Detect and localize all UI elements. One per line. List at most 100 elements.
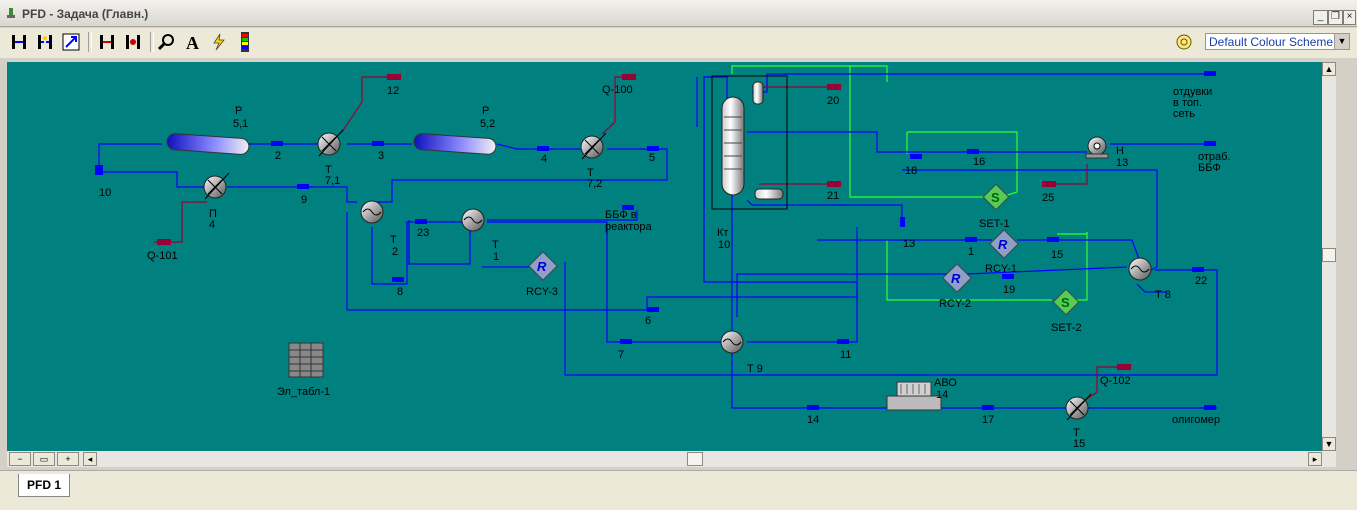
minimize-button[interactable]: _	[1313, 10, 1328, 25]
close-button[interactable]: ×	[1343, 10, 1356, 25]
svg-text:A: A	[186, 33, 199, 51]
label-q101: Q-101	[147, 250, 178, 262]
label-s9: 9	[301, 194, 307, 206]
heater-p4[interactable]	[203, 172, 230, 200]
colour-scheme-value: Default Colour Scheme	[1209, 35, 1334, 49]
stream-arrow-bbf[interactable]	[622, 205, 634, 210]
label-s20: 20	[827, 95, 839, 107]
stream-arrow-18[interactable]	[910, 154, 922, 159]
zoom-out-button[interactable]: −	[9, 452, 31, 466]
tab-pfd-1[interactable]: PFD 1	[18, 474, 70, 497]
zoom-button[interactable]	[156, 31, 178, 53]
label-s25: 25	[1042, 192, 1054, 204]
colour-scheme-icon[interactable]	[1176, 34, 1192, 50]
recycle-rcy1[interactable]: R	[989, 229, 1019, 259]
zoom-in-button[interactable]: +	[57, 452, 79, 466]
stream-arrow-10[interactable]	[95, 165, 103, 175]
stream-arrow-9[interactable]	[297, 184, 309, 189]
label-kt-tag: Кт	[717, 227, 728, 239]
stream-arrow-otduvki[interactable]	[1204, 71, 1216, 76]
recycle-rcy3[interactable]: R	[528, 251, 558, 281]
label-s13: 13	[903, 238, 915, 250]
label-t2-tag: Т	[390, 234, 397, 246]
stream-arrow-22[interactable]	[1192, 267, 1204, 272]
stream-arrow-6[interactable]	[647, 307, 659, 312]
cooler-t71[interactable]	[317, 129, 344, 157]
label-t1-num: 1	[493, 251, 499, 263]
label-s21: 21	[827, 190, 839, 202]
pump-h13[interactable]	[1085, 136, 1109, 159]
attach-mode-button[interactable]	[96, 31, 118, 53]
stream-arrow-19[interactable]	[1002, 274, 1014, 279]
stream-arrow-2[interactable]	[271, 141, 283, 146]
stream-arrow-8[interactable]	[392, 277, 404, 282]
set-block-set2[interactable]: S	[1052, 288, 1080, 316]
heat-exchanger-t8[interactable]	[1128, 257, 1152, 281]
stream-arrow-3[interactable]	[372, 141, 384, 146]
cooler-t15[interactable]	[1065, 393, 1092, 421]
quick-route-button[interactable]	[208, 31, 230, 53]
horizontal-scrollbar[interactable]: − ▭ + ◂ ▸	[7, 451, 1336, 467]
restore-button[interactable]: ❐	[1328, 10, 1343, 25]
set-block-set1[interactable]: S	[982, 183, 1010, 211]
cooler-t72[interactable]	[580, 132, 607, 160]
palette-button[interactable]	[234, 31, 256, 53]
spreadsheet-icon[interactable]	[288, 342, 324, 378]
label-t9: Т 9	[747, 363, 763, 375]
label-avo-tag: АВО	[934, 377, 957, 389]
chevron-down-icon[interactable]: ▼	[1334, 34, 1349, 49]
tab-bar: PFD 1	[0, 470, 1357, 510]
heat-exchanger-t2[interactable]	[360, 200, 384, 224]
stream-arrow-oligomer[interactable]	[1204, 405, 1216, 410]
label-s22: 22	[1195, 275, 1207, 287]
reactor-r52[interactable]	[413, 133, 497, 155]
label-t72-tag: Т	[587, 167, 594, 179]
stream-arrow-7[interactable]	[620, 339, 632, 344]
stream-arrow-17[interactable]	[982, 405, 994, 410]
heat-exchanger-t1[interactable]	[461, 208, 485, 232]
label-t15-tag: Т	[1073, 427, 1080, 439]
label-q102: Q-102	[1100, 375, 1131, 387]
stream-arrow-16[interactable]	[967, 149, 979, 154]
auto-position-button[interactable]	[60, 31, 82, 53]
scroll-up-arrow-icon[interactable]: ▲	[1322, 62, 1336, 76]
heat-exchanger-t9[interactable]	[720, 330, 744, 354]
add-text-button[interactable]: A	[182, 31, 204, 53]
stream-arrow-5[interactable]	[647, 146, 659, 151]
colour-scheme-dropdown[interactable]: Default Colour Scheme ▼	[1205, 33, 1350, 50]
label-h13-tag: Н	[1116, 145, 1124, 157]
air-cooler-avo14[interactable]	[886, 381, 942, 411]
label-r52-num: 5,2	[480, 118, 495, 130]
material-stream-arrows	[95, 71, 1216, 410]
scroll-down-arrow-icon[interactable]: ▼	[1322, 437, 1336, 451]
stream-arrow-15[interactable]	[1047, 237, 1059, 242]
label-s2: 2	[275, 150, 281, 162]
scroll-left-arrow-icon[interactable]: ◂	[83, 452, 97, 466]
recycle-rcy2[interactable]: R	[942, 263, 972, 293]
pfd-canvas[interactable]: R R R S S Р 5,1 Р 5,2 Т 7,1 Т 7,2 П	[7, 62, 1322, 451]
stream-arrow-1[interactable]	[965, 237, 977, 242]
vertical-scroll-thumb[interactable]	[1322, 248, 1336, 262]
attach-mode-icon	[100, 35, 114, 49]
break-connection-button[interactable]	[34, 31, 56, 53]
stream-arrow-14[interactable]	[807, 405, 819, 410]
stream-arrow-otrab[interactable]	[1204, 141, 1216, 146]
stream-arrow-13[interactable]	[900, 217, 905, 227]
label-s14: 14	[807, 414, 819, 426]
stream-arrow-11[interactable]	[837, 339, 849, 344]
label-r51-num: 5,1	[233, 118, 248, 130]
svg-text:R: R	[951, 271, 961, 286]
reactor-r51[interactable]	[166, 133, 250, 155]
zoom-fit-button[interactable]: ▭	[33, 452, 55, 466]
label-s17: 17	[982, 414, 994, 426]
distillation-column-kt10[interactable]	[711, 75, 788, 210]
vertical-scrollbar[interactable]: ▲ ▼	[1322, 62, 1336, 451]
scroll-right-arrow-icon[interactable]: ▸	[1308, 452, 1322, 466]
horizontal-scroll-thumb[interactable]	[687, 452, 703, 466]
add-stream-button[interactable]	[8, 31, 30, 53]
stream-arrow-23[interactable]	[415, 219, 427, 224]
label-t15-num: 15	[1073, 438, 1085, 450]
size-mode-button[interactable]	[122, 31, 144, 53]
stream-arrow-4[interactable]	[537, 146, 549, 151]
label-otrab-1: отраб.	[1198, 151, 1231, 163]
